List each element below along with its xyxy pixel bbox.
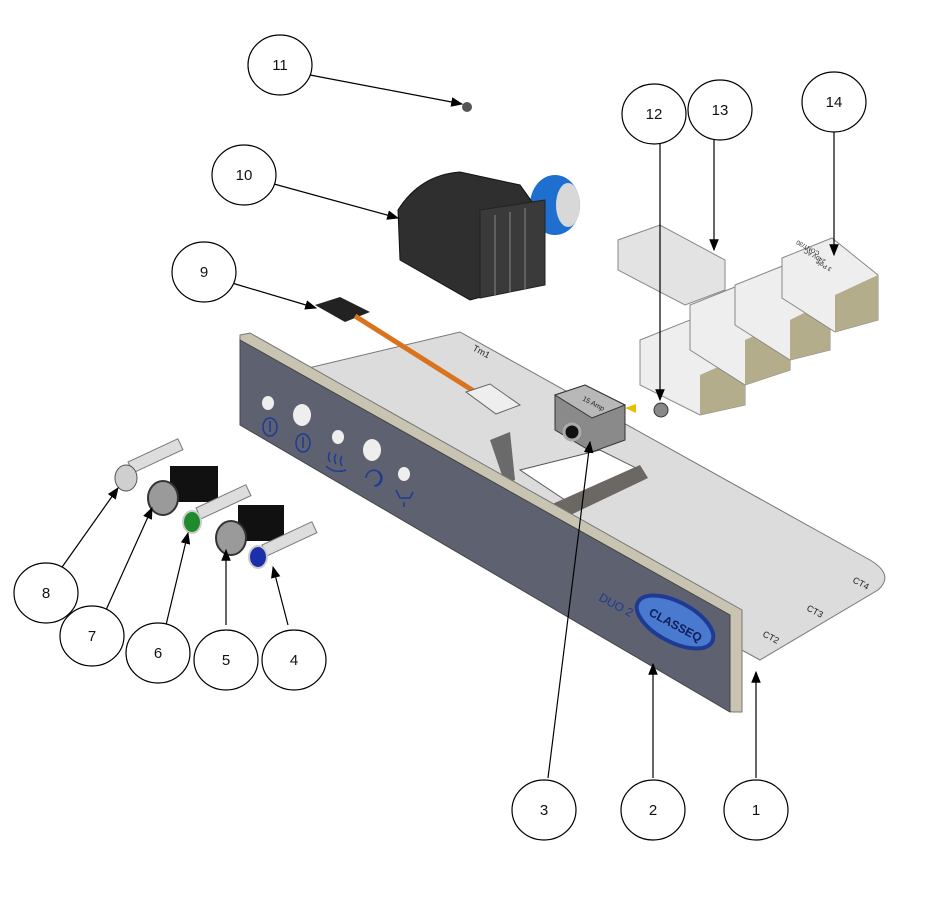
- callout-10: 10: [211, 144, 277, 206]
- callout-14: 14: [801, 71, 867, 133]
- callout-5: 5: [193, 629, 259, 691]
- callout-2: 2: [620, 779, 686, 841]
- callout-9: 9: [171, 241, 237, 303]
- rinse-symbol-icon: [395, 489, 414, 507]
- base-plate: Tm1 CT2 CT3 CT4: [299, 331, 886, 661]
- wiring-harness: [315, 297, 522, 415]
- nut-11: [462, 102, 472, 112]
- svg-text:13: 13: [712, 102, 729, 119]
- callout-6: 6: [125, 622, 191, 684]
- svg-text:6: 6: [154, 645, 162, 662]
- panel-hole: [398, 467, 410, 481]
- indicator-6-green: [182, 484, 252, 534]
- relays: CONT/30 240V AC 3 Pole: [639, 237, 879, 416]
- svg-text:11: 11: [272, 57, 288, 74]
- nut-12: [653, 402, 669, 418]
- callout-8: 8: [13, 562, 79, 624]
- callout-1: 1: [723, 779, 789, 841]
- brand-logo: [634, 593, 716, 651]
- callout-12: 12: [621, 83, 687, 145]
- circuit-breaker: 15 Amp: [553, 384, 636, 453]
- callouts: 1 2 3 4 5 6 7 8 9 10 11 12 13 14: [13, 34, 867, 841]
- svg-text:8: 8: [42, 585, 50, 602]
- svg-text:4: 4: [290, 652, 298, 669]
- callout-3: 3: [511, 779, 577, 841]
- leader-lines: [59, 74, 839, 779]
- svg-text:10: 10: [236, 167, 253, 184]
- indicator-8: [114, 438, 184, 492]
- panel-hole: [363, 439, 381, 461]
- power-symbol-icon: [295, 433, 311, 453]
- rocker-switch-7: [147, 466, 218, 516]
- timer-motor: [397, 171, 580, 301]
- callout-7: 7: [59, 605, 125, 667]
- power-symbol-icon: [262, 417, 278, 437]
- callout-13: 13: [687, 79, 753, 141]
- svg-text:5: 5: [222, 652, 230, 669]
- front-panel: DUO 2 CLASSEQ: [239, 332, 743, 713]
- svg-text:3: 3: [540, 802, 548, 819]
- svg-text:9: 9: [200, 264, 208, 281]
- panel-hole: [293, 404, 311, 426]
- panel-hole: [332, 430, 344, 444]
- panel-hole: [262, 396, 274, 410]
- svg-text:1: 1: [752, 802, 760, 819]
- svg-text:7: 7: [88, 628, 96, 645]
- cycle-symbol-icon: [365, 469, 383, 487]
- indicator-4-blue: [248, 521, 318, 569]
- svg-text:12: 12: [646, 106, 663, 123]
- rocker-switch-5: [215, 505, 284, 556]
- svg-text:14: 14: [826, 94, 843, 111]
- terminal-block: [617, 224, 726, 306]
- svg-text:2: 2: [649, 802, 657, 819]
- callout-11: 11: [247, 34, 313, 96]
- heat-symbol-icon: [325, 451, 347, 473]
- callout-4: 4: [261, 629, 327, 691]
